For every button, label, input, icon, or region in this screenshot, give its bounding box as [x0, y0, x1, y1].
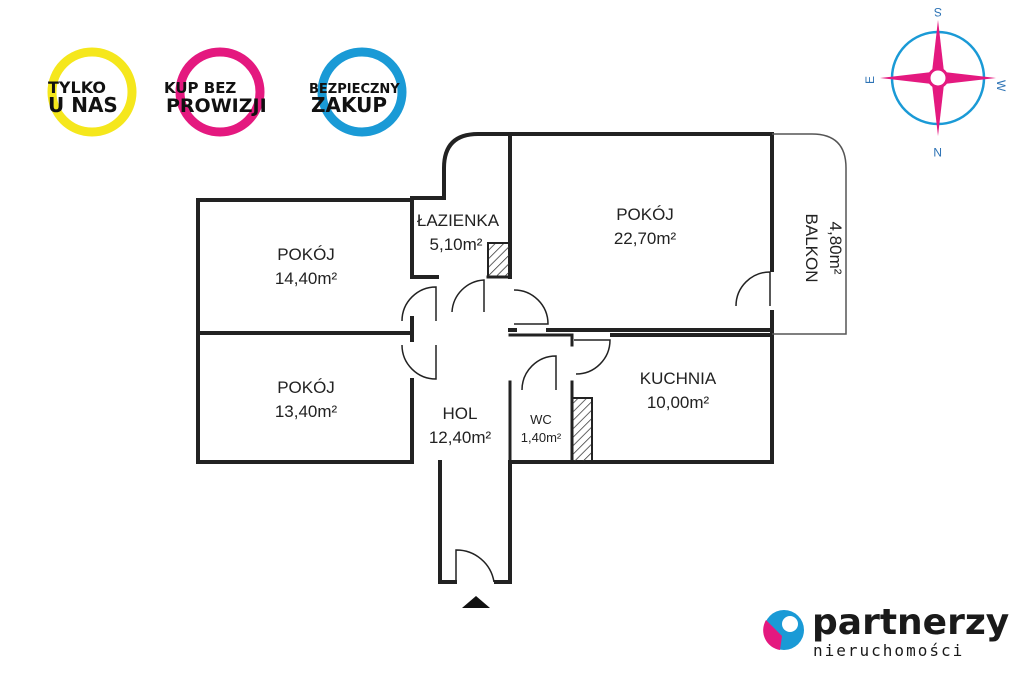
badge-line2: U NAS	[48, 93, 118, 117]
brand-logo: partnerzy nieruchomości	[763, 602, 1009, 660]
door-kuchnia	[574, 339, 611, 375]
room-name: WC	[530, 412, 552, 427]
room-area: 12,40m²	[429, 428, 492, 447]
door-pokoj1	[401, 286, 437, 322]
door-entrance	[455, 549, 495, 583]
room-name: POKÓJ	[277, 245, 335, 264]
compass-n: N	[933, 145, 942, 159]
brand-tagline: nieruchomości	[813, 641, 964, 660]
room-hol: HOL 12,40m²	[429, 404, 492, 447]
badge-line1: BEZPIECZNY	[309, 82, 400, 97]
vent-shaft-lazienka	[487, 242, 511, 278]
brand-mark-icon	[763, 610, 804, 650]
vent-shaft-wc	[571, 397, 593, 463]
door-lazienka	[451, 279, 485, 313]
badge-kup-bez-prowizji: KUP BEZ PROWIZJI	[164, 47, 267, 137]
room-area: 10,00m²	[647, 393, 710, 412]
room-area: 13,40m²	[275, 402, 338, 421]
room-pokoj-3: POKÓJ 22,70m²	[614, 205, 677, 248]
door-pokoj3	[513, 289, 549, 325]
badge-bezpieczny-zakup: BEZPIECZNY ZAKUP	[309, 47, 407, 137]
room-balkon: BALKON 4,80m²	[802, 214, 845, 283]
room-area: 1,40m²	[521, 430, 562, 445]
room-lazienka: ŁAZIENKA 5,10m²	[417, 211, 500, 254]
compass-s: S	[934, 5, 942, 19]
door-swings	[401, 271, 771, 583]
door-wc	[521, 355, 557, 391]
plan-walls	[196, 132, 774, 584]
badge-line2: ZAKUP	[311, 93, 387, 117]
room-name: POKÓJ	[277, 378, 335, 397]
room-name: ŁAZIENKA	[417, 211, 500, 230]
room-area: 4,80m²	[826, 222, 845, 275]
room-name: KUCHNIA	[640, 369, 717, 388]
compass-w: W	[994, 80, 1008, 92]
room-area: 5,10m²	[430, 235, 483, 254]
door-balkon	[735, 271, 771, 307]
badge-ring	[47, 47, 137, 137]
room-pokoj-1: POKÓJ 14,40m²	[275, 245, 338, 288]
compass-e: E	[863, 76, 877, 84]
compass-icon: S W E N	[863, 5, 1008, 159]
room-name: BALKON	[802, 214, 821, 283]
room-area: 14,40m²	[275, 269, 338, 288]
room-name: POKÓJ	[616, 205, 674, 224]
room-wc: WC 1,40m²	[521, 412, 562, 445]
badge-ring	[175, 47, 265, 137]
door-pokoj2	[401, 344, 437, 380]
badge-line1: KUP BEZ	[164, 79, 236, 97]
balcony-outline	[772, 133, 847, 335]
brand-name: partnerzy	[812, 602, 1009, 643]
badge-line1: TYLKO	[48, 78, 106, 97]
badge-ring	[317, 47, 407, 137]
entrance-arrow-icon	[462, 596, 490, 608]
badge-line2: PROWIZJI	[166, 95, 267, 117]
room-pokoj-2: POKÓJ 13,40m²	[275, 378, 338, 421]
room-kuchnia: KUCHNIA 10,00m²	[640, 369, 717, 412]
room-area: 22,70m²	[614, 229, 677, 248]
badge-tylko-u-nas: TYLKO U NAS	[47, 47, 137, 137]
room-name: HOL	[443, 404, 478, 423]
